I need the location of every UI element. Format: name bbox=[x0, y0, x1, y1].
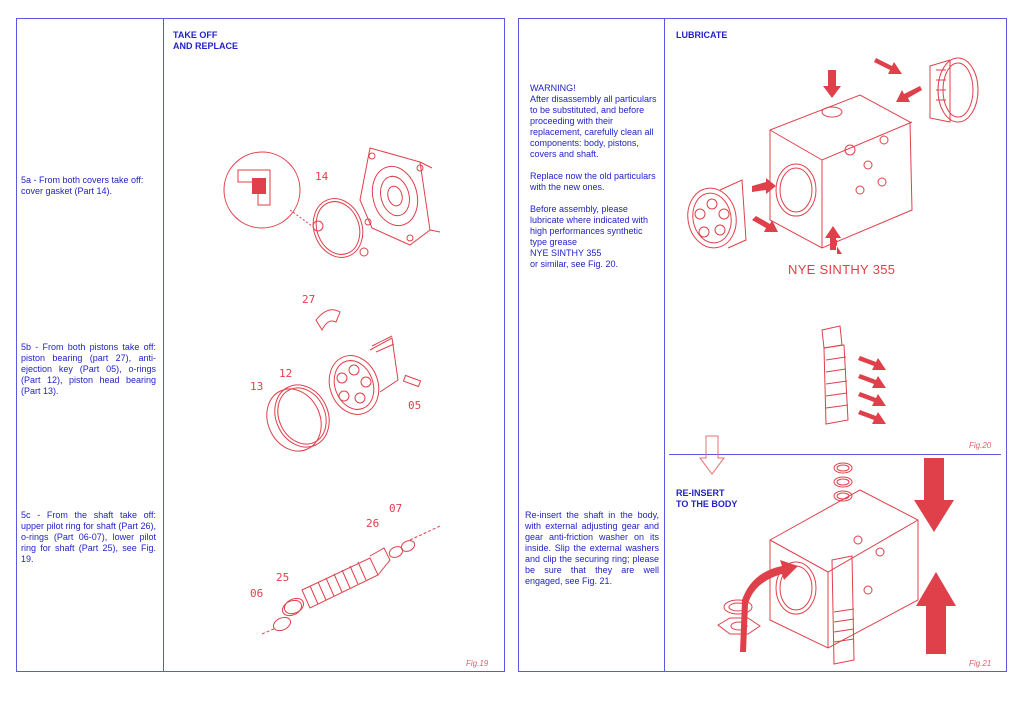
figure-19-label: Fig.19 bbox=[466, 659, 489, 668]
left-column-divider bbox=[163, 18, 164, 672]
right-section-divider bbox=[669, 454, 1001, 455]
right-column-divider bbox=[664, 18, 665, 672]
figure-20-label: Fig.20 bbox=[969, 441, 992, 450]
step-5c-text: 5c - From the shaft take off: upper pilo… bbox=[21, 510, 156, 564]
take-off-heading: TAKE OFF AND REPLACE bbox=[173, 30, 239, 51]
grease-name-label: NYE SINTHY 355 bbox=[788, 262, 896, 277]
lubricate-heading: LUBRICATE bbox=[676, 30, 728, 40]
step-5b-text: 5b - From both pistons take off: piston … bbox=[21, 342, 156, 396]
left-page-frame bbox=[16, 18, 505, 672]
figure-21-label: Fig.21 bbox=[969, 659, 992, 668]
reinsert-heading: RE-INSERT TO THE BODY bbox=[676, 488, 738, 509]
right-page-frame bbox=[518, 18, 1007, 672]
reinsert-text: Re-insert the shaft in the body, with ex… bbox=[525, 510, 659, 586]
step-5a-text: 5a - From both covers take off: cover ga… bbox=[21, 175, 144, 196]
warning-text: WARNING! After disassembly all particula… bbox=[530, 83, 657, 269]
